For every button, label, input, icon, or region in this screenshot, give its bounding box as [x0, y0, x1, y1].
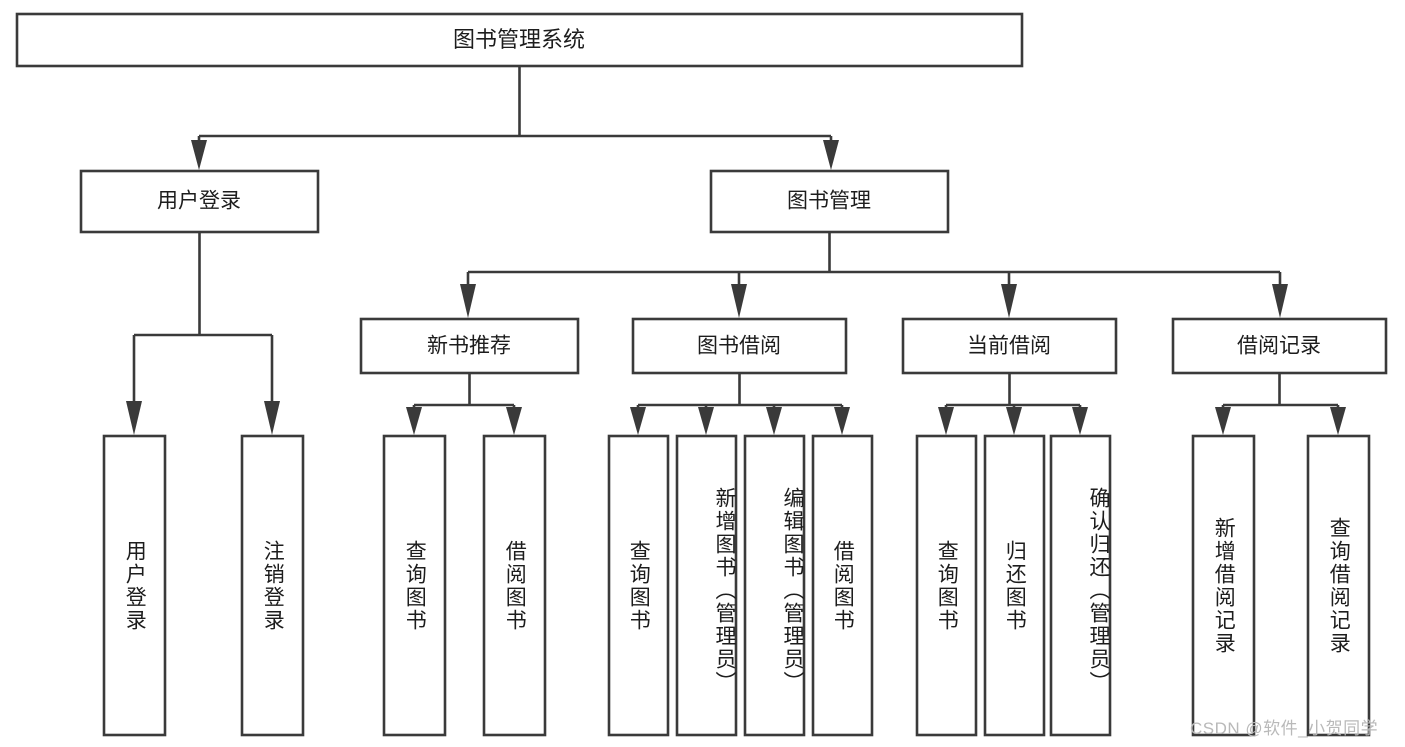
leaf-box-current-borrow-1[interactable] — [983, 434, 1046, 737]
node-root-box[interactable] — [15, 12, 1024, 68]
connector-group-new-book — [406, 373, 522, 435]
leaf-box-book-borrow-1[interactable] — [675, 434, 738, 737]
connector-group-book-manage — [460, 232, 1288, 318]
leaf-box-book-borrow-0[interactable] — [607, 434, 670, 737]
node-borrow-record-box[interactable] — [1171, 317, 1388, 375]
arrow-cb-to-leaf-2 — [1072, 407, 1088, 435]
node-new-book-recommend[interactable]: 新书推荐 — [359, 317, 580, 375]
leaf-box-current-borrow-0[interactable] — [915, 434, 978, 737]
arrow-root-to-user-login — [191, 140, 207, 170]
node-current-borrow-label: 当前借阅 — [967, 335, 1051, 358]
leaf-box-current-borrow-2[interactable] — [1049, 434, 1112, 737]
node-borrow-record[interactable]: 借阅记录 — [1171, 317, 1388, 375]
arrow-nb-to-leaf-1 — [506, 407, 522, 435]
node-book-borrow-label: 图书借阅 — [697, 335, 781, 358]
leaf-box-new-book-1[interactable] — [482, 434, 547, 737]
arrow-br-to-leaf-0 — [1215, 407, 1231, 435]
node-book-manage-box[interactable] — [709, 169, 950, 234]
connector-group-user-login — [126, 232, 280, 435]
leaf-box-new-book-0[interactable] — [382, 434, 447, 737]
node-user-login-box[interactable] — [79, 169, 320, 234]
node-current-borrow-box[interactable] — [901, 317, 1118, 375]
arrow-bm-to-current-borrow — [1001, 284, 1017, 318]
leaf-box-user-login-1[interactable] — [240, 434, 305, 737]
arrow-cb-to-leaf-0 — [938, 407, 954, 435]
arrow-br-to-leaf-1 — [1330, 407, 1346, 435]
leaf-box-user-login-0[interactable] — [102, 434, 167, 737]
connector-group-book-borrow — [630, 373, 850, 435]
node-root[interactable]: 图书管理系统 — [15, 12, 1024, 68]
node-new-book-recommend-box[interactable] — [359, 317, 580, 375]
node-book-manage-label: 图书管理 — [787, 190, 871, 213]
connector-group-borrow-record — [1215, 373, 1346, 435]
connector-group-current-borrow — [938, 373, 1088, 435]
arrow-bb-to-leaf-0 — [630, 407, 646, 435]
leaf-box-borrow-record-1[interactable] — [1306, 434, 1371, 737]
arrow-cb-to-leaf-1 — [1006, 407, 1022, 435]
arrow-bb-to-leaf-2 — [766, 407, 782, 435]
node-borrow-record-label: 借阅记录 — [1237, 335, 1321, 358]
arrow-bb-to-leaf-1 — [698, 407, 714, 435]
leaf-box-book-borrow-3[interactable] — [811, 434, 874, 737]
node-user-login-label: 用户登录 — [157, 190, 241, 213]
arrow-bm-to-borrow-record — [1272, 284, 1288, 318]
arrow-ul-to-leaf-0 — [126, 401, 142, 435]
arrow-nb-to-leaf-0 — [406, 407, 422, 435]
leaf-box-book-borrow-2[interactable] — [743, 434, 806, 737]
arrow-bb-to-leaf-3 — [834, 407, 850, 435]
node-book-borrow[interactable]: 图书借阅 — [631, 317, 848, 375]
arrow-ul-to-leaf-1 — [264, 401, 280, 435]
arrow-bm-to-book-borrow — [731, 284, 747, 318]
arrow-bm-to-new-book — [460, 284, 476, 318]
node-new-book-recommend-label: 新书推荐 — [427, 335, 511, 358]
connector-group-root — [191, 66, 839, 170]
watermark-text: CSDN @软件_小贺同学 — [1190, 719, 1379, 738]
node-book-manage[interactable]: 图书管理 — [709, 169, 950, 234]
leaf-box-borrow-record-0[interactable] — [1191, 434, 1256, 737]
node-user-login[interactable]: 用户登录 — [79, 169, 320, 234]
node-current-borrow[interactable]: 当前借阅 — [901, 317, 1118, 375]
arrow-root-to-book-manage — [823, 140, 839, 170]
node-book-borrow-box[interactable] — [631, 317, 848, 375]
node-root-label: 图书管理系统 — [453, 27, 585, 52]
